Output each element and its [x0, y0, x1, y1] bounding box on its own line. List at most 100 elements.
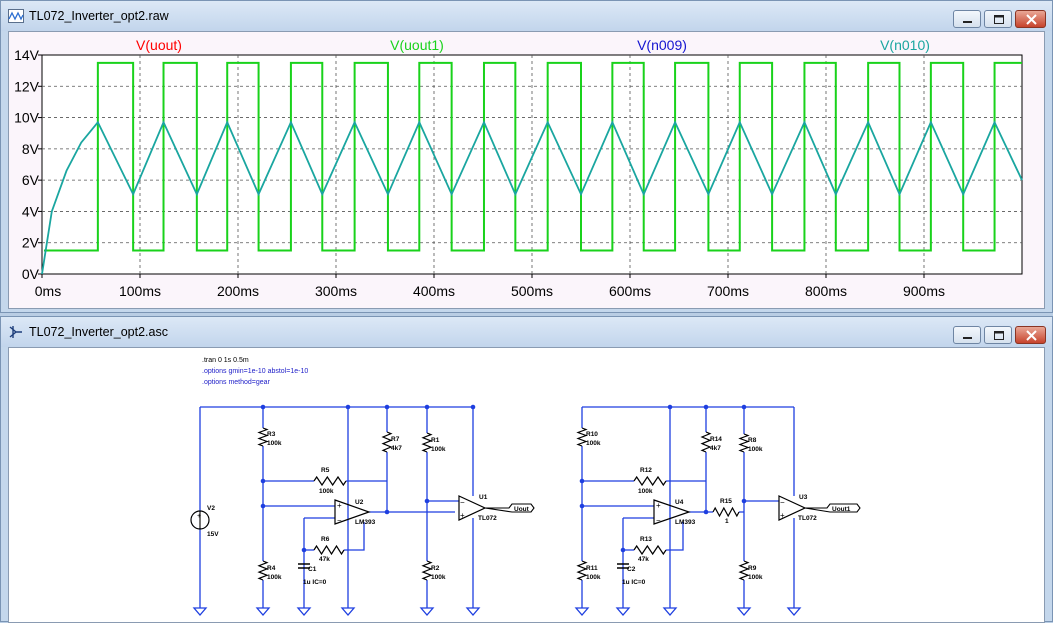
r10-resistor[interactable] — [576, 427, 588, 447]
y-tick-label: 2V — [22, 235, 40, 251]
restore-icon — [994, 15, 1004, 24]
r9-resistor[interactable] — [738, 560, 750, 581]
r15-resistor[interactable] — [712, 506, 740, 518]
r11-ref: R11 — [586, 565, 598, 572]
v2-voltage-source[interactable]: + — [190, 510, 210, 530]
r5-resistor[interactable] — [313, 475, 347, 487]
r7-resistor[interactable] — [381, 431, 393, 453]
r9-ref: R9 — [748, 565, 757, 572]
svg-text:+: + — [780, 511, 785, 520]
junctions — [260, 404, 747, 553]
r7-value: 4k7 — [391, 445, 402, 452]
ground-icon — [574, 607, 590, 616]
close-button[interactable] — [1015, 326, 1046, 344]
u1-ref: U1 — [479, 494, 488, 501]
x-tick-label: 600ms — [609, 283, 651, 299]
y-tick-label: 12V — [14, 78, 40, 94]
r9-value: 100k — [748, 574, 763, 581]
directive-options-1[interactable]: .options gmin=1e-10 abstol=1e-10 — [202, 368, 308, 375]
r15-value: 1 — [725, 518, 729, 525]
r3-resistor[interactable] — [257, 427, 269, 447]
x-tick-label: 100ms — [119, 283, 161, 299]
r10-ref: R10 — [586, 431, 598, 438]
r14-resistor[interactable] — [700, 431, 712, 453]
trace-name[interactable]: V(uout1) — [390, 37, 444, 53]
capacitor-symbols — [298, 563, 629, 569]
r6-resistor[interactable] — [313, 544, 345, 556]
svg-text:−: − — [337, 516, 342, 525]
schematic-titlebar[interactable]: TL072_Inverter_opt2.asc — [1, 317, 1052, 347]
directive-options-2[interactable]: .options method=gear — [202, 379, 271, 386]
restore-button[interactable] — [984, 326, 1012, 344]
r11-resistor[interactable] — [576, 560, 588, 581]
svg-text:+: + — [337, 501, 342, 510]
close-button[interactable] — [1015, 10, 1046, 28]
uout-label-flag[interactable] — [484, 503, 535, 513]
directive-tran[interactable]: .tran 0 1s 0.5m — [202, 357, 249, 364]
r8-resistor[interactable] — [738, 433, 750, 453]
svg-text:−: − — [780, 498, 785, 507]
x-tick-label: 900ms — [903, 283, 945, 299]
r14-ref: R14 — [710, 436, 722, 443]
minimize-button[interactable] — [953, 10, 981, 28]
schematic-app-icon — [9, 326, 22, 338]
u4-ref: U4 — [675, 499, 684, 506]
x-tick-label: 400ms — [413, 283, 455, 299]
y-tick-label: 0V — [22, 266, 40, 282]
trace-vn010 — [41, 119, 1023, 275]
u2-ref: U2 — [355, 499, 364, 506]
r1-value: 100k — [431, 446, 446, 453]
r4-ref: R4 — [267, 565, 276, 572]
r3-ref: R3 — [267, 431, 276, 438]
minimize-icon — [963, 21, 972, 23]
y-tick-label: 6V — [22, 172, 40, 188]
component-labels: R3100kR4100kR74k7R1100kR2100kR10100kR111… — [267, 431, 817, 586]
u3-opamp[interactable] — [778, 495, 807, 521]
schematic-canvas[interactable]: .tran 0 1s 0.5m .options gmin=1e-10 abst… — [8, 347, 1045, 623]
c2-ref: C2 — [627, 566, 636, 573]
r7-ref: R7 — [391, 436, 400, 443]
r1-resistor[interactable] — [421, 432, 433, 453]
u2-comparator[interactable] — [334, 499, 371, 525]
r4-resistor[interactable] — [257, 560, 269, 581]
uout-label: Uout — [514, 506, 530, 513]
resistors — [257, 427, 750, 581]
r12-resistor[interactable] — [633, 475, 667, 487]
r3-value: 100k — [267, 440, 282, 447]
r8-ref: R8 — [748, 437, 757, 444]
svg-text:+: + — [197, 513, 201, 520]
schematic-drawing[interactable]: .tran 0 1s 0.5m .options gmin=1e-10 abst… — [9, 348, 1045, 623]
uout1-label-flag[interactable] — [804, 503, 861, 513]
v2-ref: V2 — [207, 505, 215, 512]
r12-value: 100k — [638, 488, 653, 495]
r2-resistor[interactable] — [421, 560, 433, 581]
u4-comparator[interactable] — [653, 499, 691, 525]
u3-value: TL072 — [798, 515, 817, 522]
trace-name[interactable]: V(n010) — [880, 37, 930, 53]
close-icon — [1026, 14, 1037, 25]
u1-opamp[interactable] — [458, 495, 487, 521]
trace-vuout1 — [43, 61, 1022, 252]
restore-button[interactable] — [984, 10, 1012, 28]
trace-name[interactable]: V(n009) — [637, 37, 687, 53]
minimize-button[interactable] — [953, 326, 981, 344]
waveform-app-icon — [8, 9, 24, 23]
trace-name[interactable]: V(uout) — [136, 37, 182, 53]
r13-resistor[interactable] — [633, 544, 667, 556]
x-tick-label: 500ms — [511, 283, 553, 299]
waveform-titlebar[interactable]: TL072_Inverter_opt2.raw — [1, 1, 1052, 31]
wires — [199, 406, 795, 608]
r2-value: 100k — [431, 574, 446, 581]
x-tick-label: 0ms — [35, 283, 61, 299]
ground-icon — [786, 607, 802, 616]
uout1-label: Uout1 — [832, 506, 851, 513]
r8-value: 100k — [748, 446, 763, 453]
r4-value: 100k — [267, 574, 282, 581]
c1-ref: C1 — [308, 566, 317, 573]
ground-icon — [255, 607, 271, 616]
u1-value: TL072 — [478, 515, 497, 522]
r12-ref: R12 — [640, 467, 652, 474]
